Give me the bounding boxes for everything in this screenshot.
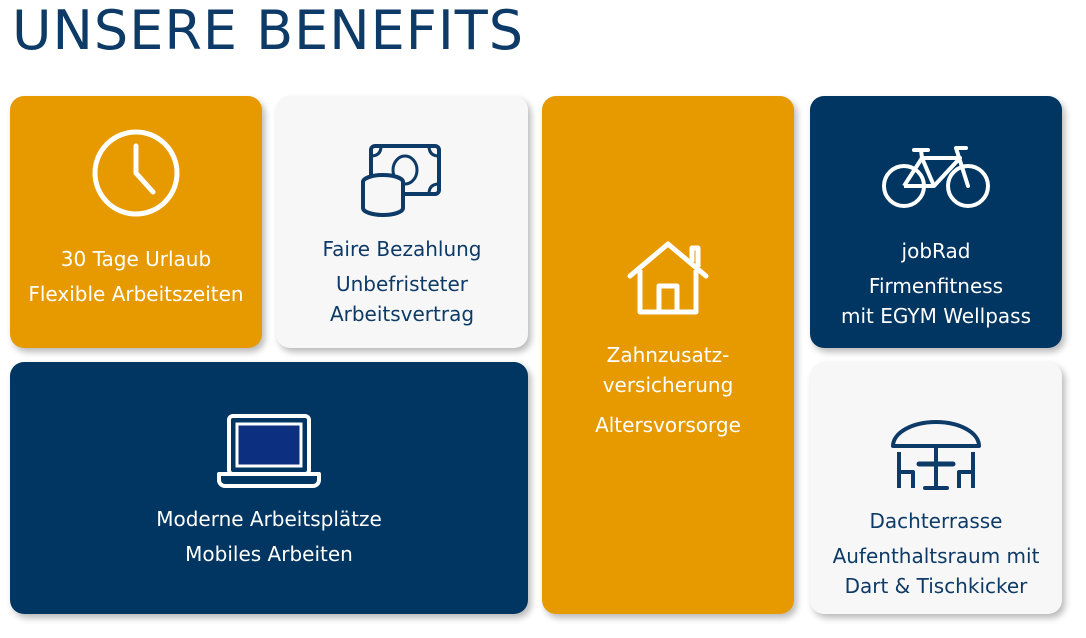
page-title: UNSERE BENEFITS [12,0,525,62]
benefit-text-3: Arbeitsvertrag [329,302,475,326]
benefit-card-bike: jobRad Firmenfitness mit EGYM Wellpass [810,96,1062,348]
benefit-text-2: Flexible Arbeitszeiten [28,282,244,306]
benefit-text-2: Firmenfitness [868,274,1004,298]
laptop-icon [217,414,321,488]
benefit-card-terrace: Dachterrasse Aufenthaltsraum mit Dart & … [810,362,1062,614]
benefit-card-salary: Faire Bezahlung Unbefristeter Arbeitsver… [276,96,528,348]
benefit-text-3: Altersvorsorge [595,413,741,437]
bicycle-icon [882,146,990,208]
benefit-text-2: Mobiles Arbeiten [185,542,353,566]
benefit-text-1: Faire Bezahlung [322,237,482,261]
benefit-card-workplace: Moderne Arbeitsplätze Mobiles Arbeiten [10,362,528,614]
terrace-table-icon [891,420,981,490]
money-coins-icon [361,144,441,217]
benefit-text-1: Dachterrasse [869,509,1003,533]
benefit-text-1: 30 Tage Urlaub [60,247,212,271]
benefit-text-3: Dart & Tischkicker [844,574,1028,598]
benefit-card-vacation: 30 Tage Urlaub Flexible Arbeitszeiten [10,96,262,348]
benefit-text-3: mit EGYM Wellpass [840,304,1032,328]
benefit-text-2: Aufenthaltsraum mit [832,544,1040,568]
benefit-text-1: Zahnzusatz- [606,343,730,367]
clock-icon [92,129,180,217]
house-icon [627,241,709,315]
benefit-card-insurance: Zahnzusatz- versicherung Altersvorsorge [542,96,794,614]
benefit-text-2: Unbefristeter [335,272,469,296]
benefit-text-2: versicherung [602,373,734,397]
benefit-text-1: jobRad [901,239,971,263]
benefit-text-1: Moderne Arbeitsplätze [156,507,382,531]
